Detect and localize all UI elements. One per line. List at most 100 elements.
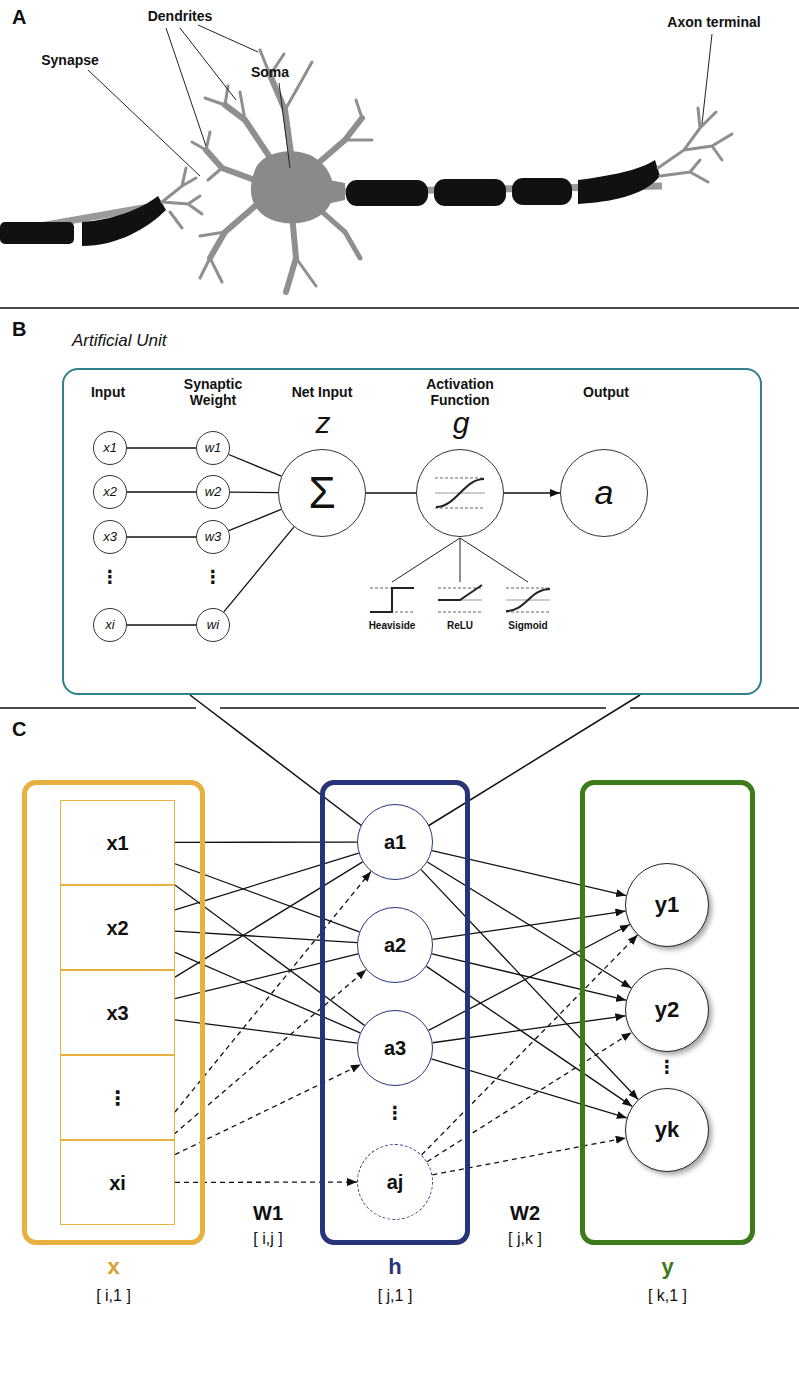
group-label: z: [279, 408, 367, 438]
neuron-drawing: [658, 108, 732, 182]
node-content: w1: [197, 432, 229, 464]
node-text: w2: [205, 485, 222, 499]
neuron-drawing: [162, 168, 202, 228]
ellipsis: ⋮: [655, 1058, 679, 1076]
panel-separator: [0, 308, 799, 708]
neuron-drawing: [578, 160, 660, 204]
node-text: x2: [106, 917, 128, 939]
column-header: Synaptic Weight: [170, 376, 256, 408]
zoom-line: [190, 695, 640, 826]
node-content: a3: [358, 1011, 432, 1085]
node-content: x3: [94, 521, 126, 553]
node-text: w1: [205, 441, 222, 455]
hidden-layer-box: h[ j,1 ]a1a2a3aj: [320, 780, 470, 1245]
activation-circle: g: [416, 449, 504, 537]
input-cell: ⋮: [60, 1055, 175, 1140]
activation-function-icon: [392, 538, 460, 582]
node-content: xi: [94, 609, 126, 641]
sum-circle: Σz: [278, 449, 366, 537]
node-text: yk: [655, 1118, 679, 1142]
output-unit: yk: [625, 1088, 709, 1172]
activation-function-icon: [370, 588, 414, 612]
node-text: a2: [384, 934, 406, 956]
column-header: Input: [68, 384, 148, 400]
input-cell: x2: [60, 885, 175, 970]
group-label: [ i,1 ]: [22, 1287, 205, 1305]
node-content: x3: [61, 971, 174, 1054]
node-content: y2: [626, 969, 708, 1051]
connector: [504, 492, 560, 493]
connector: [433, 911, 626, 939]
connector: [427, 862, 631, 988]
neuron-drawing: [318, 178, 345, 206]
connector: [127, 491, 196, 492]
weight-matrix-name: W2: [495, 1202, 555, 1225]
column-header: Net Input: [272, 384, 372, 400]
connector: [431, 1059, 626, 1118]
node-content: aj: [358, 1145, 432, 1219]
node-text: a1: [384, 831, 406, 853]
hidden-unit: a2: [357, 907, 433, 983]
weight-circle: wi: [196, 608, 230, 642]
node-content: x2: [61, 886, 174, 969]
neuron-drawing: [225, 105, 275, 165]
node-content: ⋮: [61, 1056, 174, 1139]
input-circle: xi: [93, 608, 127, 642]
node-text: x3: [106, 1002, 128, 1024]
connector: [152, 871, 371, 1140]
part-name: Axon terminal: [649, 14, 779, 30]
activation-function-icon: [438, 612, 482, 613]
connector: [426, 966, 632, 1106]
input-cell: x3: [60, 970, 175, 1055]
input-vector-box: x[ i,1 ]x1x2x3⋮xi: [22, 780, 205, 1245]
neuron-drawing: [320, 210, 360, 258]
function-name: Heaviside: [357, 620, 427, 632]
connector: [229, 454, 282, 476]
connector: [229, 509, 281, 530]
neuron-drawing: [162, 168, 202, 228]
neuron-drawing: [205, 86, 245, 120]
connector: [366, 492, 416, 493]
node-text: x1: [106, 832, 128, 854]
dimension: [ j,k ]: [485, 1230, 565, 1248]
output-unit: y2: [625, 968, 709, 1052]
activation-function-icon: [370, 478, 550, 612]
function-name: ReLU: [430, 620, 490, 632]
node-text: xi: [105, 618, 114, 632]
node-content: Σ: [279, 450, 365, 536]
part-name: Soma: [240, 64, 300, 80]
output-circle: a: [560, 449, 648, 537]
leader-line: [702, 34, 712, 124]
node-content: x1: [94, 432, 126, 464]
node-text: a3: [384, 1037, 406, 1059]
weight-circle: w2: [196, 475, 230, 509]
group-label: [ j,1 ]: [320, 1287, 470, 1305]
panel-letter: C: [12, 718, 42, 741]
panel-separator: [0, 307, 799, 309]
panel-letter: A: [12, 6, 42, 29]
neuron-drawing: [296, 258, 316, 286]
leader-line: [279, 83, 290, 168]
node-content: [64, 370, 760, 693]
output-layer-box: y[ k,1 ]y1y2yk: [580, 780, 755, 1245]
activation-function-icon: [435, 478, 485, 479]
neuron-drawing: [346, 180, 428, 206]
neuron-drawing: [206, 150, 260, 182]
activation-function-icon: [435, 508, 485, 509]
connector: [429, 925, 630, 1031]
node-text: xi: [109, 1172, 126, 1194]
neuron-drawing: [82, 196, 166, 246]
node-text: x3: [103, 530, 117, 544]
connector: [422, 935, 638, 1155]
activation-function-icon: [436, 479, 484, 507]
part-name: Dendrites: [130, 8, 230, 24]
connector: [127, 624, 196, 625]
activation-function-icon: [460, 538, 528, 582]
input-cell: xi: [60, 1140, 175, 1225]
activation-function-icon: [460, 538, 461, 582]
node-content: w2: [197, 476, 229, 508]
zoom-line: [190, 695, 362, 826]
neuron-drawing: [0, 50, 732, 292]
panel-separator: [220, 707, 606, 709]
